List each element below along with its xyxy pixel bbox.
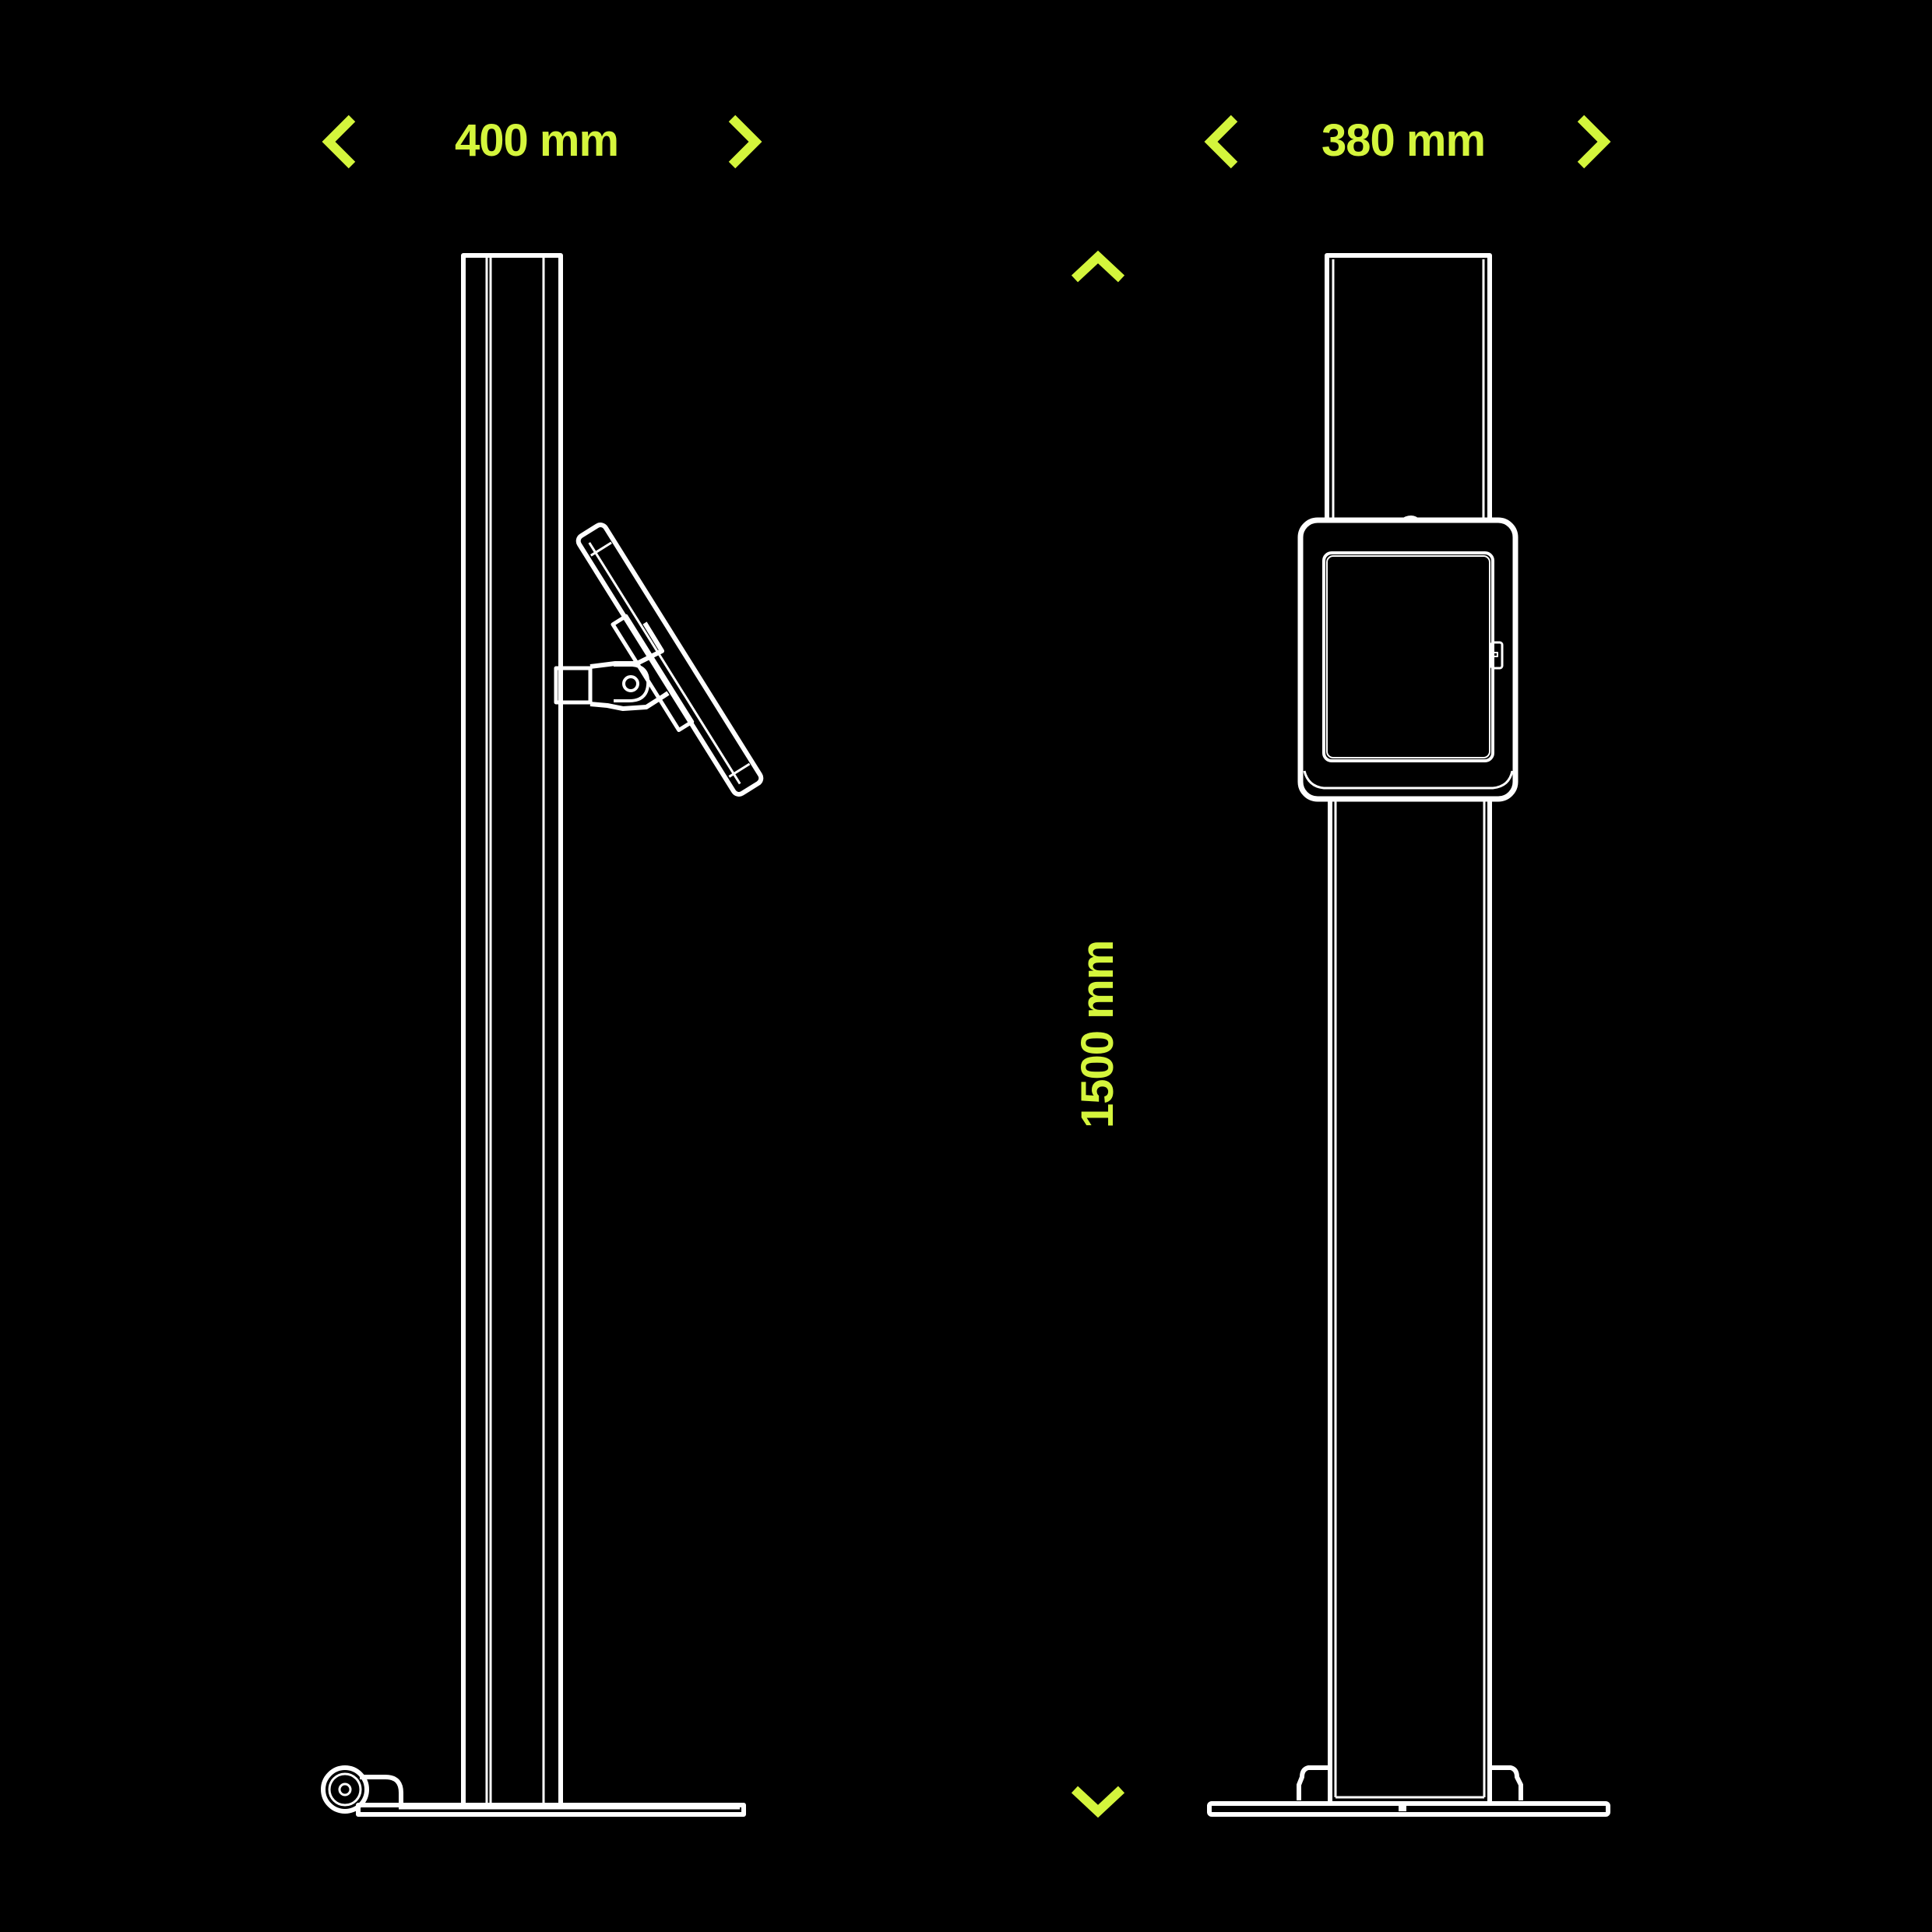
front-width-label: 380 mm <box>1321 115 1486 166</box>
wheel-icon <box>321 1765 369 1814</box>
mount-bracket <box>554 666 593 705</box>
front-column-lower <box>1328 799 1492 1804</box>
side-column <box>461 253 563 1807</box>
front-base-plate <box>1207 1801 1610 1817</box>
front-view <box>1207 253 1610 1817</box>
chevron-left-icon <box>322 114 356 169</box>
chevron-right-icon <box>728 114 762 169</box>
chevron-left-icon <box>1204 114 1238 169</box>
front-column-upper <box>1325 253 1492 522</box>
chevron-down-icon <box>1071 1786 1125 1818</box>
chevron-right-icon <box>1577 114 1611 169</box>
height-label: 1500 mm <box>1072 940 1123 1128</box>
side-tablet <box>575 523 764 797</box>
front-foot-left <box>1297 1765 1328 1800</box>
chevron-up-icon <box>1071 250 1125 283</box>
dimension-chevrons <box>322 114 1611 1818</box>
tablet-screen <box>1322 551 1494 762</box>
wheel-housing <box>360 1775 403 1804</box>
side-view <box>321 253 764 1817</box>
side-width-label: 400 mm <box>455 115 619 166</box>
front-foot-right <box>1492 1765 1523 1800</box>
pivot-icon <box>622 675 639 692</box>
tablet-button-icon <box>1490 641 1504 670</box>
side-base-plate <box>356 1803 746 1817</box>
tablet-enclosure <box>1297 517 1519 802</box>
